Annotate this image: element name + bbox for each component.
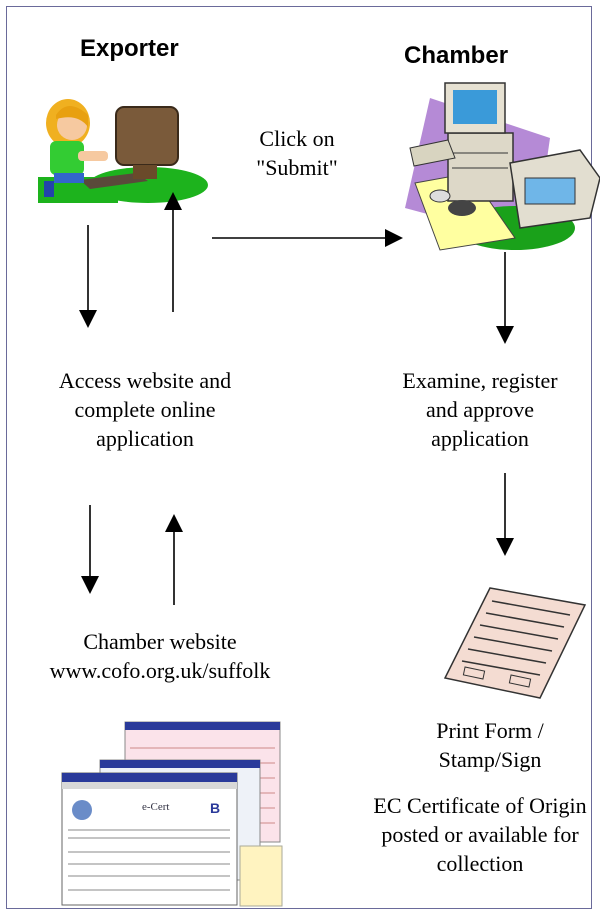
chamber-step-line3: application [431,426,529,451]
exporter-step-line3: application [96,426,194,451]
arrow-exporter-up-head [164,192,182,210]
print-step-label: Print Form / Stamp/Sign [410,716,570,774]
arrow-examine-down-head [496,538,514,556]
chamber-heading: Chamber [404,42,509,69]
arrow-chamber-down-head [496,326,514,344]
printed-form-icon [443,587,587,699]
submit-note: Click on "Submit" [242,124,352,182]
print-step-line2: Stamp/Sign [438,747,542,772]
chamber-step-line1: Examine, register [402,368,558,393]
certificate-label: EC Certificate of Origin posted or avail… [365,791,595,878]
exporter-step-label: Access website and complete online appli… [10,366,280,453]
submit-note-line2: "Submit" [256,155,338,180]
certificate-line2: posted or available for [381,822,579,847]
chamber-office-equipment-icon [405,82,600,251]
svg-text:B: B [210,800,220,816]
website-line1: Chamber website [83,629,237,654]
arrow-exporter-down-head [79,310,97,328]
exporter-computer-icon [38,99,208,203]
exporter-step-line2: complete online [74,397,216,422]
arrow-access-down-head [81,576,99,594]
exporter-step-line1: Access website and [58,368,232,393]
ecert-logo-text: e-Cert [142,801,169,813]
submit-note-line1: Click on [259,126,335,151]
certificate-line3: collection [436,851,524,876]
arrow-submit-right-head [385,229,403,247]
arrow-website-up-head [165,514,183,532]
website-screenshots-icon: e-Cert B [61,721,283,907]
chamber-step-label: Examine, register and approve applicatio… [370,366,590,453]
exporter-heading: Exporter [80,35,179,62]
print-step-line1: Print Form / [436,718,544,743]
website-url: www.cofo.org.uk/suffolk [49,658,271,683]
website-label: Chamber website www.cofo.org.uk/suffolk [10,627,310,685]
chamber-step-line2: and approve [425,397,535,422]
certificate-line1: EC Certificate of Origin [373,793,587,818]
